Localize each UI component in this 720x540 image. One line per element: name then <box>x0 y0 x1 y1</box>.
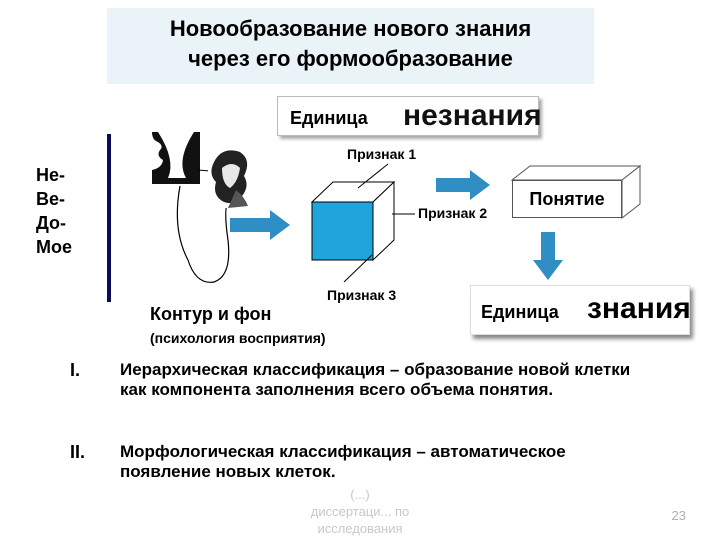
title-box: Новообразование нового знания через его … <box>107 8 594 84</box>
unit-unknown-box: Единица незнания <box>277 96 542 136</box>
arrow-icon <box>230 210 290 240</box>
side-label-line: Не- <box>36 165 66 185</box>
item-number: II. <box>70 442 86 462</box>
item-text: Иерархическая классификация – образовани… <box>120 360 631 399</box>
portrait-icon <box>208 150 250 208</box>
item-number: I. <box>70 360 81 380</box>
faint-line: диссертаци... по <box>310 504 410 519</box>
side-label-line: Ве- <box>36 189 66 209</box>
side-label-line: Мое <box>36 237 72 257</box>
faint-footer-text: (...) диссертаци... по исследования <box>270 486 450 537</box>
unit-knowledge-small: Единица <box>481 302 559 322</box>
vertical-divider <box>107 134 111 302</box>
contour-line <box>176 185 233 283</box>
unit-knowledge-big: знания <box>587 292 691 325</box>
faint-line: исследования <box>317 521 403 536</box>
vase-faces-icon <box>152 132 200 184</box>
item-text: Морфологическая классификация – автомати… <box>120 442 566 481</box>
cube-icon <box>310 180 396 262</box>
feature-1-label: Признак 1 <box>347 146 417 162</box>
arrow-down-icon <box>533 232 563 280</box>
title-line1: Новообразование нового знания <box>169 16 532 41</box>
faint-line: (...) <box>350 487 370 502</box>
side-label-line: До- <box>36 213 67 233</box>
side-label: Не- Ве- До- Мое <box>36 163 72 259</box>
contour-label: Контур и фон <box>150 304 272 324</box>
title-line2: через его формообразование <box>188 46 513 71</box>
feature-3-label: Признак 3 <box>327 287 397 303</box>
unit-knowledge-box: Единица знания <box>470 285 691 335</box>
arrow-icon <box>436 170 490 200</box>
page-number: 23 <box>671 508 686 523</box>
concept-box: Понятие <box>512 180 622 218</box>
perception-label: (психология восприятия) <box>150 330 326 346</box>
unit-unknown-small: Единица <box>290 108 368 128</box>
feature-2-label: Признак 2 <box>418 205 488 221</box>
unit-unknown-big: незнания <box>403 99 542 132</box>
